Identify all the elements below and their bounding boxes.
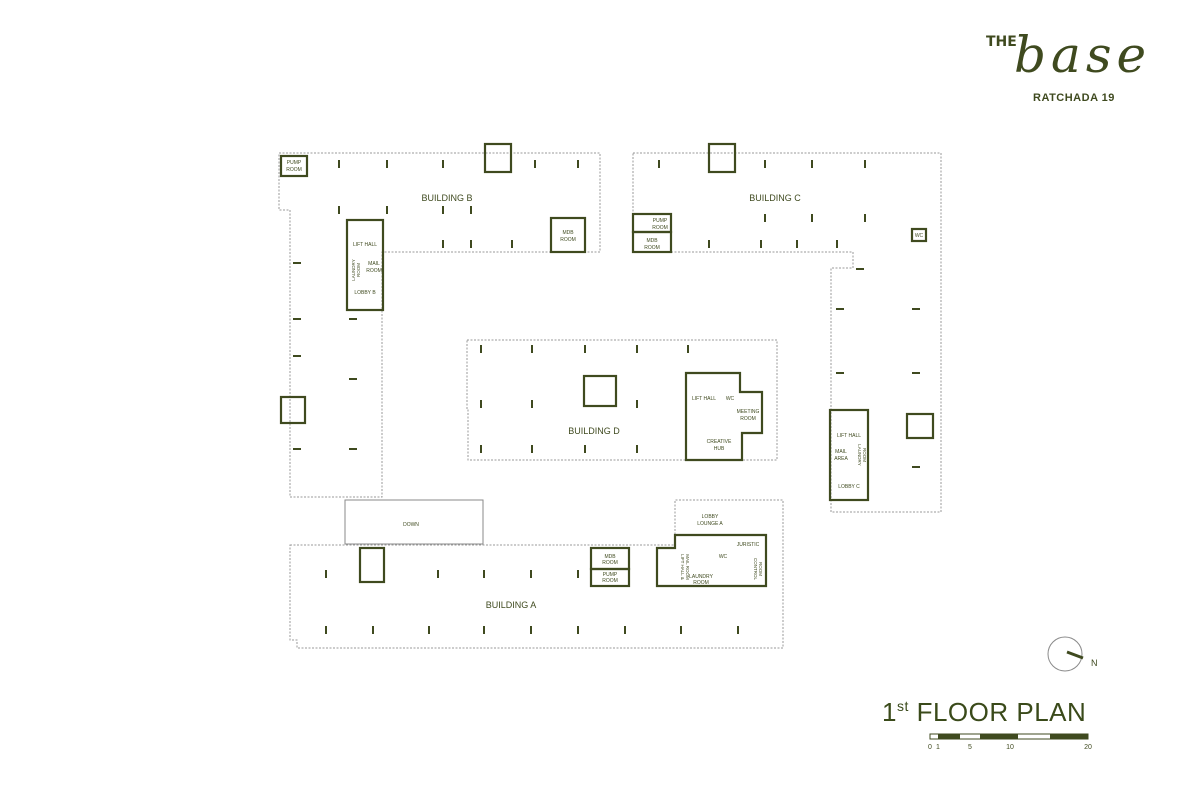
label-creative-hub-1: CREATIVE <box>707 439 732 445</box>
label-creative-hub-2: HUB <box>714 446 725 452</box>
lobby-a-core <box>655 533 768 588</box>
label-wc-c: WC <box>915 233 924 239</box>
label-pump-room-c-2: ROOM <box>652 225 668 231</box>
label-laundry-room-c-2: ROOM <box>862 448 867 462</box>
label-lift-hall-d: LIFT HALL <box>692 396 716 402</box>
scale-tick-10: 10 <box>1006 744 1014 751</box>
label-lift-hall-c: LIFT HALL <box>837 433 861 439</box>
brand-logo: THE base RATCHADA 19 <box>960 24 1146 114</box>
label-lift-hall-mail-2: MAIL ROOM <box>685 554 690 580</box>
scale-bar: 0 1 5 10 20 <box>928 733 1092 751</box>
plan-title-text: FLOOR PLAN <box>916 697 1087 727</box>
stair-c <box>707 142 737 174</box>
label-lift-hall-b: LIFT HALL <box>353 242 377 248</box>
lobby-b-core <box>345 218 385 312</box>
label-mail-area-2: AREA <box>834 456 848 462</box>
label-building-d: BUILDING D <box>568 426 620 436</box>
plan-title-suffix: st <box>896 698 909 714</box>
label-building-b: BUILDING B <box>421 193 472 203</box>
label-pump-room-a-1: PUMP <box>603 572 618 578</box>
label-mdb-room-a-2: ROOM <box>602 560 618 566</box>
label-pump-room-b-1: PUMP <box>287 160 302 166</box>
stair-a <box>358 546 386 584</box>
label-control-room-2: ROOM <box>758 562 763 576</box>
mdb-room-c <box>631 230 673 254</box>
mdb-room-b <box>549 216 587 254</box>
stair-b <box>483 142 513 174</box>
scale-tick-20: 20 <box>1084 744 1092 751</box>
lobby-c-core <box>828 408 870 502</box>
label-mail-area-1: MAIL <box>835 449 847 455</box>
label-pump-room-c-1: PUMP <box>653 218 668 224</box>
label-building-c: BUILDING C <box>749 193 801 203</box>
label-mail-room-b-1: MAIL <box>368 261 380 267</box>
creative-hub-block <box>684 371 764 462</box>
plan-title: 1st FLOOR PLAN <box>882 697 1086 728</box>
building-a-outline <box>289 499 784 649</box>
scale-tick-0: 0 <box>928 744 932 751</box>
pump-room-b <box>279 154 309 178</box>
label-lobby-b: LOBBY B <box>354 290 376 296</box>
label-mdb-room-c-2: ROOM <box>644 245 660 251</box>
label-mdb-room-b-1: MDB <box>562 230 574 236</box>
logo-subtitle: RATCHADA 19 <box>1033 92 1115 104</box>
compass-north-label: N <box>1091 658 1098 668</box>
label-wc-d: WC <box>726 396 735 402</box>
label-juristic: JURISTIC <box>737 542 760 548</box>
ramp <box>344 499 484 545</box>
plan-title-number: 1 <box>882 697 897 727</box>
label-mail-room-b-2: ROOM <box>366 268 382 274</box>
building-b-outline <box>278 152 601 498</box>
building-d-outline <box>466 339 778 461</box>
stair-d <box>582 374 618 408</box>
logo-the: THE <box>986 34 1017 50</box>
stair-b-left <box>279 395 307 425</box>
label-mdb-room-a-1: MDB <box>604 554 616 560</box>
label-laundry-room-b-1: LAUNDRY <box>351 259 356 280</box>
label-pump-room-a-2: ROOM <box>602 578 618 584</box>
stair-c-right <box>905 412 935 440</box>
label-lobby-lounge-2: LOUNGE A <box>697 521 723 527</box>
label-laundry-room-a-2: ROOM <box>693 580 709 586</box>
label-building-a: BUILDING A <box>486 600 537 610</box>
label-lift-hall-mail-1: LIFT HALL & <box>680 554 685 580</box>
label-pump-room-b-2: ROOM <box>286 167 302 173</box>
scale-tick-1: 1 <box>936 744 940 751</box>
label-meeting-room-2: ROOM <box>740 416 756 422</box>
label-lobby-lounge-1: LOBBY <box>702 514 719 520</box>
label-mdb-room-b-2: ROOM <box>560 237 576 243</box>
scale-tick-5: 5 <box>968 744 972 751</box>
label-control-room-1: CONTROL <box>753 558 758 580</box>
label-lobby-c: LOBBY C <box>838 484 860 490</box>
wc-c <box>910 227 928 243</box>
label-wc-a: WC <box>719 554 728 560</box>
logo-brand: base <box>1014 26 1152 84</box>
label-laundry-room-a-1: LAUNDRY <box>689 574 713 580</box>
label-meeting-room-1: MEETING <box>737 409 760 415</box>
pump-room-a <box>589 567 631 588</box>
building-c-outline <box>632 152 942 513</box>
label-laundry-room-c-1: LAUNDRY <box>857 444 862 465</box>
columns <box>293 160 920 634</box>
north-compass-icon: N <box>1047 636 1098 672</box>
label-laundry-room-b-2: ROOM <box>356 263 361 277</box>
label-mdb-room-c-1: MDB <box>646 238 658 244</box>
label-down: DOWN <box>403 522 419 528</box>
